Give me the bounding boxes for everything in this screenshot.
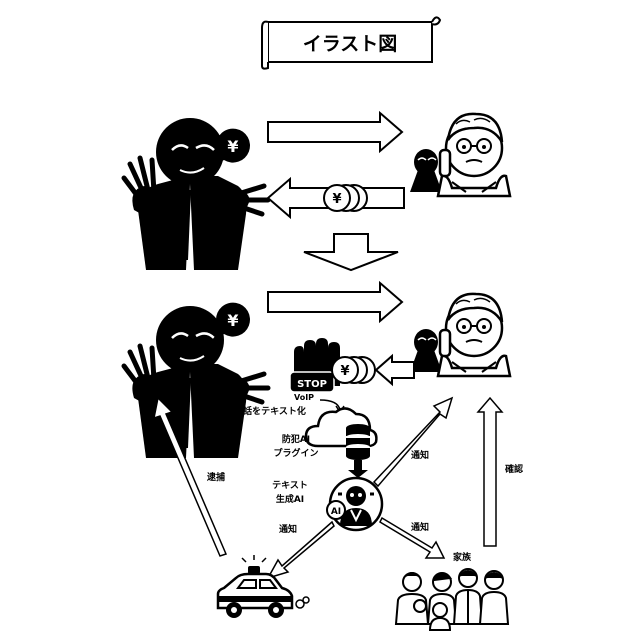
plugin-label-2: プラグイン [273,447,318,459]
arrow-money-blocked [376,356,414,384]
arrow-call-bottom [268,283,402,321]
robot-ai-icon: AI [327,478,382,530]
coin-yen: ¥ [332,192,341,207]
family-group-icon [396,569,508,630]
notify-family-label: 通知 [411,521,429,533]
yen-symbol-2: ¥ [227,311,238,330]
title-banner: イラスト図 [262,17,440,68]
plugin-label-1: 防犯AI [282,433,310,445]
stop-label: STOP [297,379,327,390]
yen-coins-top: ¥ [324,185,367,211]
arrest-label: 逮捕 [207,471,225,483]
voip-label: VoIP [294,393,314,402]
notify-elder-label: 通知 [411,449,429,461]
voip-desc: 通話をテキスト化 [234,405,306,417]
confirm-label: 確認 [505,463,523,475]
arrow-plugin-to-ai [348,460,368,478]
arrow-notify-elder [374,398,452,486]
elderly-woman-bottom [410,294,510,376]
coin-yen-2: ¥ [340,364,349,379]
textgen-label-2: 生成AI [276,493,304,505]
notify-police-label: 通知 [279,523,297,535]
page-title: イラスト図 [303,33,398,55]
textgen-label-1: テキスト [272,480,308,491]
arrow-confirm [478,398,502,546]
database-icon [346,424,370,460]
yen-symbol: ¥ [227,137,238,156]
arrow-notify-police [268,522,334,578]
arrow-call-top [268,113,402,151]
ai-badge: AI [331,507,341,517]
yen-bubble-bottom: ¥ [212,303,250,340]
arrow-transition-down [304,234,398,270]
family-label: 家族 [453,551,472,563]
police-car-icon [218,555,309,618]
yen-coins-bottom: ¥ [332,357,375,383]
elderly-woman-top [410,114,510,196]
